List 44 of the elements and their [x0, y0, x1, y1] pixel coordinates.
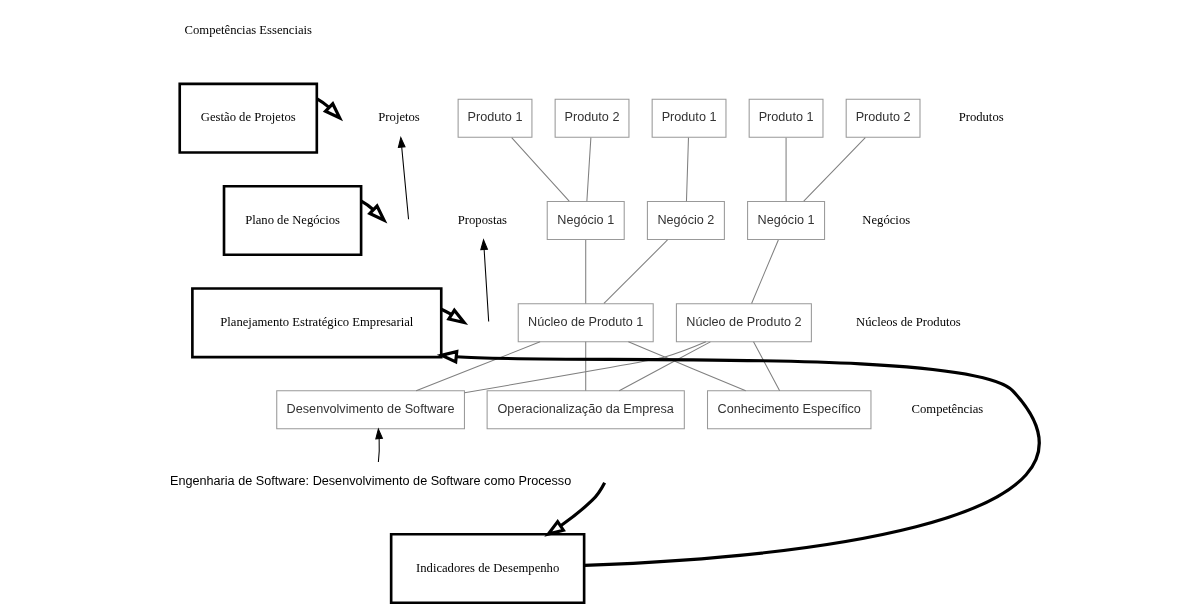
node-text: Engenharia de Software: Desenvolvimento de Software como Processo [169, 473, 572, 488]
node-box: Produto 2 [845, 98, 921, 138]
connector [618, 341, 711, 392]
connector [685, 137, 689, 202]
connector [585, 239, 587, 304]
node-box: Produto 1 [651, 98, 727, 138]
connector [586, 137, 592, 202]
connector [585, 341, 587, 392]
label: Competências Essenciais [184, 23, 312, 38]
connector [464, 341, 707, 394]
connector [511, 137, 570, 202]
node-box: Desenvolvimento de Software [276, 390, 465, 430]
node-box: Negócio 1 [546, 201, 625, 240]
arrow [397, 136, 410, 220]
label: Competências [911, 402, 984, 417]
node-text: Projetos [378, 110, 420, 125]
node-box: Produto 1 [748, 98, 824, 138]
node-box: Conhecimento Específico [707, 390, 872, 430]
node-box: Operacionalização da Empresa [486, 390, 685, 430]
arrow [375, 427, 384, 463]
arrow [436, 349, 1040, 567]
arrow [544, 481, 606, 537]
connector [785, 137, 787, 202]
connector [627, 341, 747, 392]
label: Negócios [862, 212, 911, 227]
connector [753, 341, 781, 392]
connector [751, 239, 779, 304]
node-box: Negócio 1 [747, 201, 826, 240]
connector [803, 137, 866, 202]
arrow [480, 238, 490, 323]
node-box: Produto 1 [457, 98, 533, 138]
node-box: Indicadores de Desempenho [389, 532, 586, 605]
label: Núcleos de Produtos [856, 315, 961, 330]
node-box: Núcleo de Produto 1 [517, 303, 654, 343]
node-box: Plano de Negócios [222, 184, 363, 257]
node-text: Propostas [457, 212, 507, 227]
connector [415, 341, 541, 392]
node-box: Núcleo de Produto 2 [675, 303, 812, 343]
node-box: Produto 2 [554, 98, 630, 138]
node-box: Gestão de Projetos [178, 82, 319, 154]
node-box: Negócio 2 [646, 201, 725, 240]
node-box: Planejamento Estratégico Empresarial [191, 287, 443, 359]
label: Produtos [958, 110, 1004, 125]
connector [603, 239, 669, 304]
